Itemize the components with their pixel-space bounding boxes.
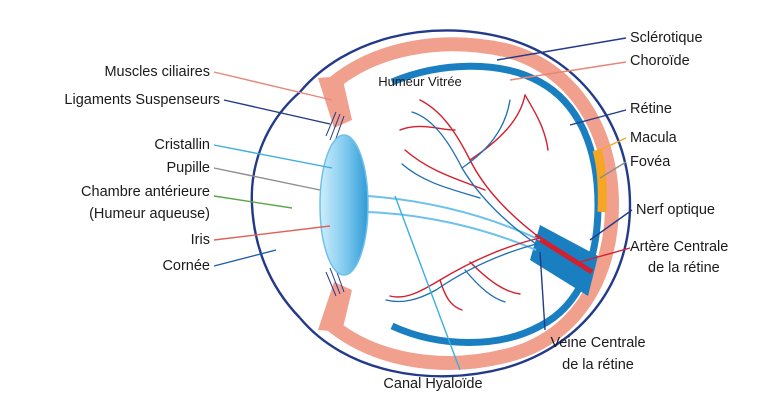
label-nerf-optique: Nerf optique [636, 202, 715, 218]
label-chambre-anterieure: Chambre antérieure [81, 184, 210, 200]
retinal-veins [385, 99, 537, 303]
leader-fovea [599, 161, 627, 179]
cornea-shape [250, 91, 301, 319]
leader-ligaments [223, 99, 331, 125]
label-retine: Rétine [630, 101, 672, 117]
leader-nerf [589, 209, 633, 241]
leader-veine [539, 251, 546, 331]
leader-cornee [213, 249, 277, 267]
label-humeur-vitree: Humeur Vitrée [378, 74, 462, 89]
label-sclerotique: Sclérotique [630, 30, 703, 46]
label-choroide: Choroïde [630, 53, 690, 69]
retinal-arteries [389, 94, 549, 311]
label-canal-hyaloide: Canal Hyaloïde [383, 376, 482, 392]
optic-nerve-artery [533, 233, 594, 275]
label-humeur-aqueuse: (Humeur aqueuse) [89, 206, 210, 222]
label-veine-retine: de la rétine [562, 357, 634, 373]
leader-iris [213, 225, 331, 241]
leader-choroide [509, 61, 627, 81]
leader-pupille [213, 167, 321, 191]
label-ligaments-suspenseurs: Ligaments Suspenseurs [64, 92, 220, 108]
label-muscles-ciliaires: Muscles ciliaires [104, 64, 210, 80]
leader-macula [599, 137, 627, 151]
label-artere-retine: de la rétine [648, 260, 720, 276]
iris-upper [318, 76, 352, 128]
leader-sclerotique [496, 37, 627, 61]
hyaloid-canal-2 [367, 211, 537, 251]
label-macula: Macula [630, 130, 678, 146]
sclera-outline [299, 29, 632, 378]
leader-cristallin [213, 144, 333, 169]
macula-mark [592, 148, 607, 213]
iris-lower [318, 282, 352, 332]
label-cristallin: Cristallin [154, 137, 210, 153]
label-veine-centrale: Veine Centrale [550, 335, 645, 351]
hyaloid-canal [367, 195, 541, 241]
leader-retine [569, 109, 627, 126]
lens-cristallin [319, 134, 369, 276]
leader-muscles [213, 71, 333, 101]
leader-chambre [213, 195, 293, 209]
retina-layer [390, 62, 602, 346]
suspensory-ligaments [325, 111, 345, 297]
leader-canal [394, 195, 461, 371]
choroid-layer [323, 37, 620, 370]
label-fovea: Fovéa [630, 154, 671, 170]
label-pupille: Pupille [166, 160, 210, 176]
label-cornee: Cornée [162, 258, 210, 274]
leader-artere [579, 247, 631, 263]
label-artere-centrale: Artère Centrale [630, 239, 728, 255]
label-iris: Iris [191, 232, 210, 248]
